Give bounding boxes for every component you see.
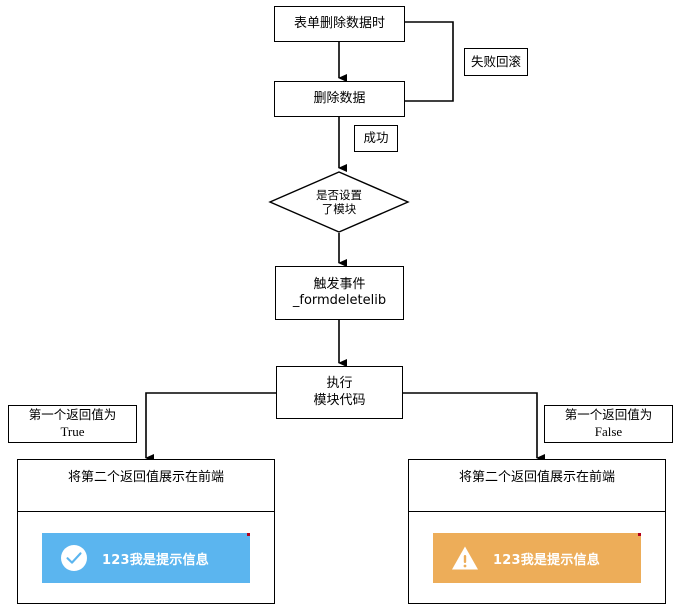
check-circle-icon	[60, 544, 88, 572]
node-delete-data-label: 删除数据	[313, 90, 366, 106]
node-decision[interactable]: 是否设置 了模块	[270, 172, 408, 232]
panel-failure-body: 123我是提示信息	[409, 512, 665, 604]
toast-corner-marker	[638, 533, 641, 536]
node-start[interactable]: 表单删除数据时	[274, 6, 405, 42]
warning-triangle-icon	[451, 544, 479, 572]
success-toast[interactable]: 123我是提示信息	[42, 533, 250, 583]
panel-failure-result: 将第二个返回值展示在前端 123我是提示信息	[408, 459, 666, 604]
node-trigger-event-label: 触发事件 _formdeletelib	[292, 276, 387, 308]
edge-label-success-text: 成功	[363, 130, 389, 146]
edge-label-branch-false-line1: 第一个返回值为	[564, 407, 653, 423]
node-decision-label: 是否设置 了模块	[316, 187, 362, 216]
edge-label-rollback: 失败回滚	[464, 48, 528, 76]
edge-label-branch-false: 第一个返回值为 False	[544, 405, 673, 443]
edge-label-rollback-text: 失败回滚	[470, 53, 521, 69]
edge-label-branch-true: 第一个返回值为 True	[8, 405, 137, 443]
panel-success-body: 123我是提示信息	[18, 512, 274, 604]
edge-label-success: 成功	[354, 125, 398, 152]
edge-label-branch-true-line2: True	[60, 423, 85, 439]
node-trigger-event[interactable]: 触发事件 _formdeletelib	[275, 266, 404, 320]
panel-success-result: 将第二个返回值展示在前端 123我是提示信息	[17, 459, 275, 604]
panel-success-title: 将第二个返回值展示在前端	[18, 460, 274, 512]
warning-toast-text: 123我是提示信息	[493, 552, 600, 568]
edge-label-branch-false-line2: False	[594, 423, 623, 439]
toast-corner-marker	[247, 533, 250, 536]
node-delete-data[interactable]: 删除数据	[274, 81, 405, 117]
panel-failure-title: 将第二个返回值展示在前端	[409, 460, 665, 512]
success-toast-text: 123我是提示信息	[102, 552, 209, 568]
node-run-module-code[interactable]: 执行 模块代码	[276, 366, 403, 419]
edge-branch-false	[403, 392, 545, 462]
node-start-label: 表单删除数据时	[293, 15, 385, 31]
edge-branch-true	[145, 392, 276, 462]
warning-toast[interactable]: 123我是提示信息	[433, 533, 641, 583]
edge-label-branch-true-line1: 第一个返回值为	[28, 407, 117, 423]
node-run-module-code-label: 执行 模块代码	[313, 376, 366, 408]
